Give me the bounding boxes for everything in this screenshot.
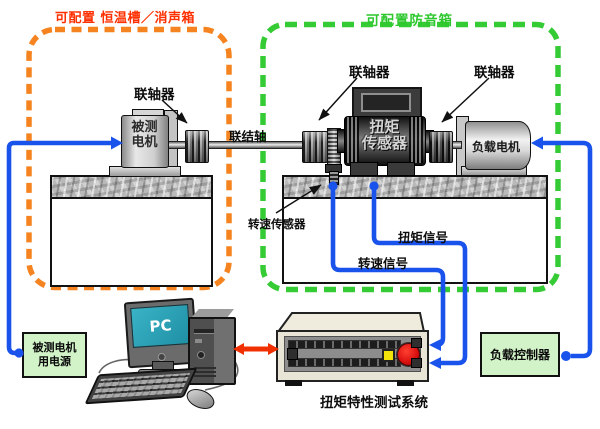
power-arrowhead-motor xyxy=(111,136,123,150)
torque-signal-line xyxy=(371,188,468,366)
coupling-left-pointer xyxy=(161,99,188,124)
pc-tower-top xyxy=(190,309,234,319)
left-test-bench xyxy=(50,175,213,287)
speed-signal-label: 转速信号 xyxy=(358,256,409,271)
instrument-connector-top-right xyxy=(411,338,422,348)
right-test-bench xyxy=(282,175,548,284)
right-bench-top-surface xyxy=(284,177,546,199)
test-motor-label: 被测 电机 xyxy=(131,120,158,150)
test-motor-body xyxy=(121,115,169,168)
load-controller-box: 负载控制器 xyxy=(480,332,560,377)
test-motor-power-line xyxy=(6,140,112,356)
coupling-3 xyxy=(429,131,453,163)
instrument-connector-left xyxy=(287,348,298,360)
red-arrowhead-left xyxy=(233,343,244,355)
torque-signal-label: 扭矩信号 xyxy=(398,230,449,245)
load-controller-dot xyxy=(561,351,571,361)
thermal-chamber-title: 可配置 恒温槽／消声箱 xyxy=(55,11,196,26)
instrument-foot-left xyxy=(285,380,302,386)
coupling-left-label: 联轴器 xyxy=(134,87,175,103)
load-control-line xyxy=(542,140,593,359)
torque-sensor-top-panel xyxy=(361,93,411,112)
tower-vents xyxy=(194,365,216,377)
test-motor-power-box: 被测电机 用电源 xyxy=(22,332,87,378)
soundproof-dashed-box xyxy=(260,21,561,293)
system-title-label: 扭矩特性测试系统 xyxy=(320,395,428,411)
load-motor-label: 负载电机 xyxy=(471,140,520,154)
torque-signal-arrowhead xyxy=(429,357,441,369)
power-line-dot xyxy=(14,348,24,358)
coupling-right-label: 联轴器 xyxy=(474,65,515,81)
left-bench-top-surface xyxy=(52,177,211,199)
instrument-foot-right xyxy=(397,380,414,386)
torque-sensor-foot-left xyxy=(350,162,378,176)
pc-tower xyxy=(188,317,236,385)
instrument-yellow-button xyxy=(382,349,395,362)
coupling-right-pointer xyxy=(441,77,490,123)
connecting-shaft-label: 联结轴 xyxy=(229,129,267,144)
speed-signal-arrowhead xyxy=(429,339,441,351)
coupling-mid-pointer xyxy=(318,77,358,121)
load-motor-body xyxy=(465,121,531,170)
torque-sensor-foot-right xyxy=(387,162,415,176)
load-arrowhead-motor xyxy=(531,136,543,150)
instrument-connector-bottom-right xyxy=(411,358,422,368)
red-arrowhead-right xyxy=(268,343,279,355)
thermal-chamber-dashed-box xyxy=(26,26,232,291)
torque-sensor-right-ring xyxy=(409,117,423,163)
torque-sensor-left-ring xyxy=(345,117,359,163)
torque-sensor-label: 扭矩 传感器 xyxy=(361,118,407,152)
tower-button xyxy=(195,339,202,343)
coupling-2 xyxy=(302,131,328,163)
tower-drive-slot xyxy=(194,329,214,334)
speed-sensor-label: 转速传感器 xyxy=(248,217,306,231)
soundproof-box-title: 可配置防音箱 xyxy=(366,13,453,29)
tower-power-button xyxy=(197,351,205,359)
coupling-mid-label: 联轴器 xyxy=(349,65,390,81)
speed-sensor-pointer xyxy=(275,184,322,214)
coupling-1 xyxy=(185,130,209,163)
